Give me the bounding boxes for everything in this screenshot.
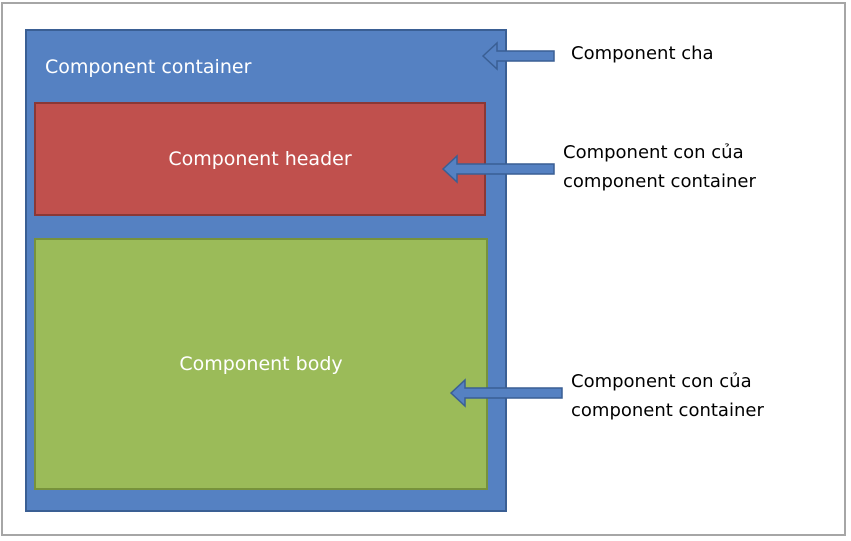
container-label: Component container (45, 56, 252, 78)
callout-parent-line1: Component cha (571, 43, 714, 64)
callout-body-child-line2: component container (571, 400, 764, 421)
callout-parent: Component cha (571, 39, 714, 68)
callout-body-child-line1: Component con của (571, 371, 752, 392)
header-label: Component header (168, 148, 352, 170)
body-left-arrow-icon (449, 378, 563, 408)
component-header-box: Component header (34, 102, 486, 216)
callout-body-child: Component con của component container (571, 367, 764, 425)
callout-header-child-line1: Component con của (563, 142, 744, 163)
callout-header-child: Component con của component container (563, 138, 756, 196)
body-label: Component body (179, 353, 343, 375)
parent-left-arrow-icon (481, 41, 555, 71)
callout-header-child-line2: component container (563, 171, 756, 192)
component-body-box: Component body (34, 238, 488, 490)
component-container-box: Component container Component header Com… (25, 29, 507, 512)
header-left-arrow-icon (441, 154, 555, 184)
